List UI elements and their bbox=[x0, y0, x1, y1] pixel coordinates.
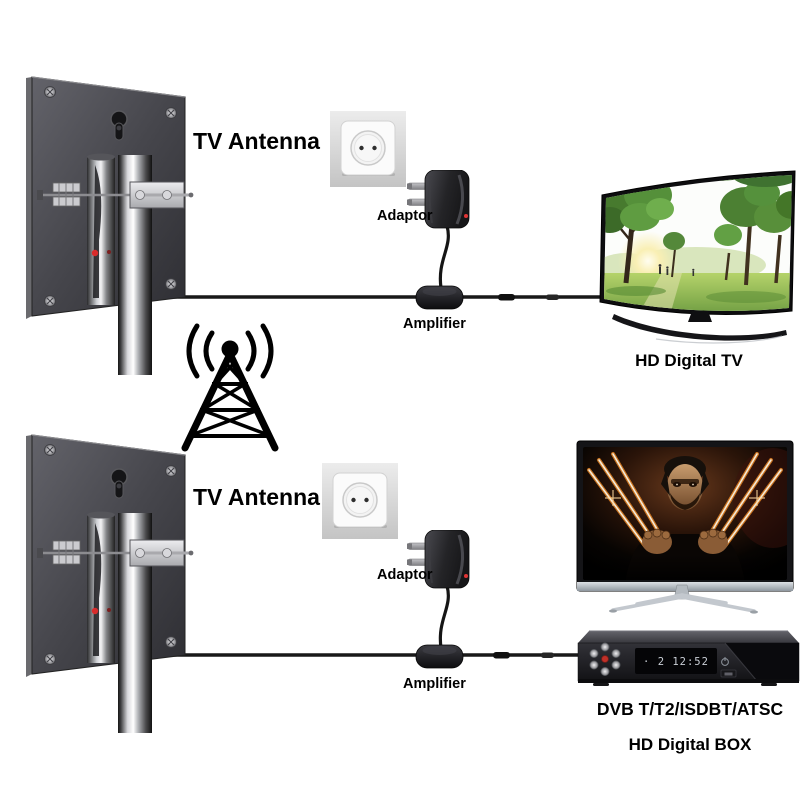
cable-connector bbox=[541, 652, 554, 658]
adaptor-label-bottom: Adaptor bbox=[377, 567, 433, 583]
flat-tv-graphic bbox=[576, 440, 794, 614]
power-icon bbox=[721, 657, 729, 666]
antenna-label-bottom: TV Antenna bbox=[193, 484, 320, 510]
led-display bbox=[635, 648, 717, 674]
lens-flares bbox=[605, 490, 765, 506]
cable-bottom-run bbox=[150, 585, 582, 669]
amplifier-graphic bbox=[415, 285, 464, 310]
amplifier-label-top: Amplifier bbox=[403, 316, 466, 332]
set-top-box-graphic: · 2 12:52 bbox=[577, 630, 800, 686]
curved-tv-graphic bbox=[599, 170, 796, 344]
antenna-label-top: TV Antenna bbox=[193, 128, 320, 154]
curved-tv-stand bbox=[612, 311, 787, 344]
tv-label: HD Digital TV bbox=[635, 351, 743, 370]
led-display-text: · 2 12:52 bbox=[643, 656, 709, 668]
cable-top-run bbox=[150, 225, 602, 310]
wall-socket-icon bbox=[330, 111, 406, 187]
amplifier-graphic bbox=[415, 644, 464, 669]
amplifier-label-bottom: Amplifier bbox=[403, 676, 466, 692]
front-buttons bbox=[589, 642, 621, 676]
tv-antenna-graphic bbox=[15, 70, 195, 375]
claws bbox=[587, 452, 783, 548]
tv-antenna-graphic bbox=[15, 428, 195, 733]
cable-connector bbox=[498, 294, 515, 301]
wall-socket-icon bbox=[322, 463, 398, 539]
signal-waves-icon bbox=[186, 323, 274, 379]
cable-connector bbox=[493, 652, 510, 659]
adaptor-cord bbox=[438, 225, 450, 289]
broadcast-tower-icon bbox=[181, 323, 279, 452]
adaptor-label-top: Adaptor bbox=[377, 208, 433, 224]
park-figures bbox=[658, 264, 695, 276]
tv-screen-park-scene bbox=[604, 175, 792, 311]
receiver-label-line2: HD Digital BOX bbox=[628, 735, 752, 754]
tv-screen-movie-scene bbox=[583, 447, 787, 580]
cable-connector bbox=[546, 294, 559, 300]
receiver-label-line1: DVB T/T2/ISDBT/ATSC bbox=[596, 699, 784, 719]
adaptor-cord bbox=[438, 585, 450, 649]
flat-tv-stand bbox=[609, 584, 758, 614]
